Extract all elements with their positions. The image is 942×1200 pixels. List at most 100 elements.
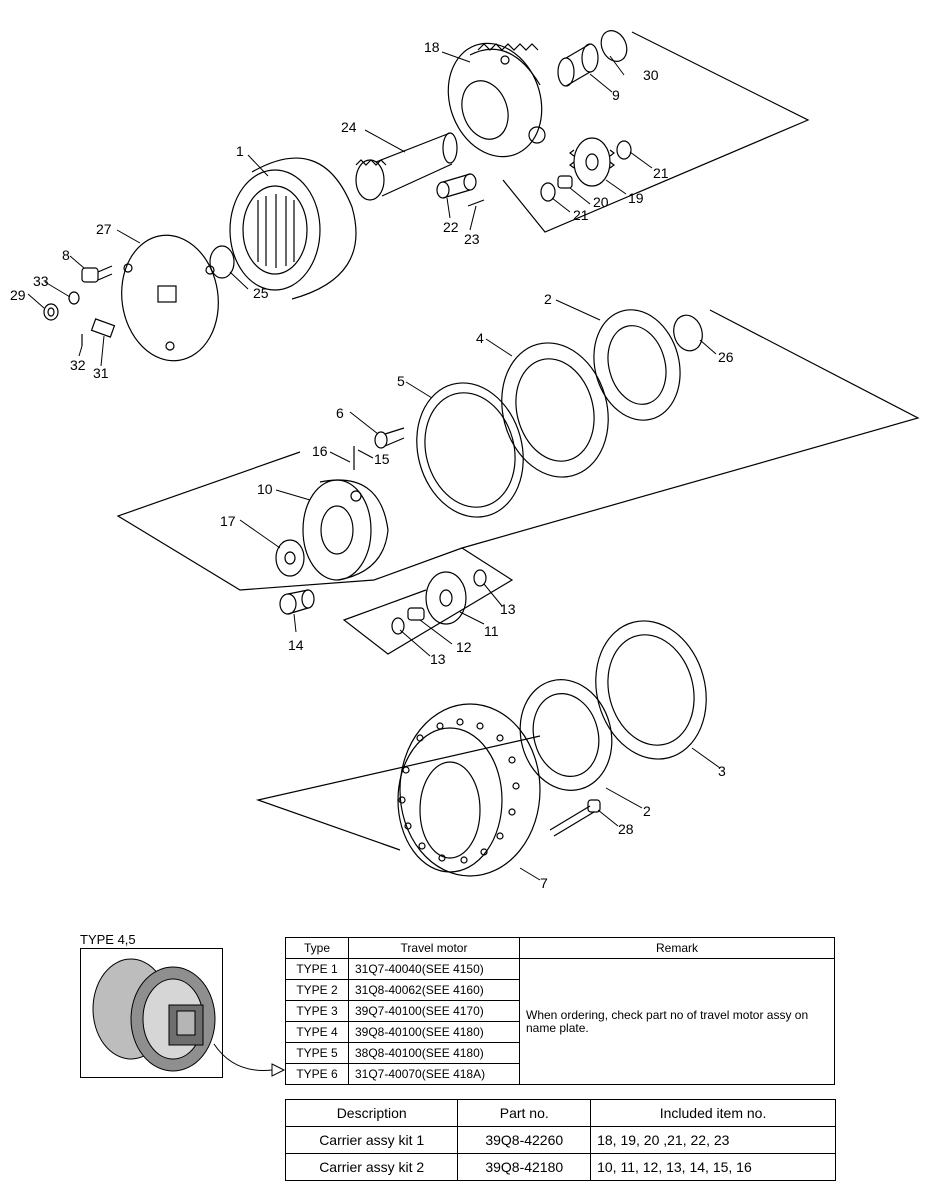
type-cell: TYPE 2 [285,979,349,1001]
part-22-pin [436,173,477,199]
type-row: TYPE 1 31Q7-40040(SEE 4150) When orderin… [285,958,835,1085]
callout-31: 31 [93,365,109,381]
callout-13-lower: 13 [430,651,446,667]
part-13-thrust-washer [391,569,487,635]
callout-33: 33 [33,273,49,289]
part-3-floating-seal [595,620,707,760]
callout-30: 30 [643,67,659,83]
part-12-needle-bearing [407,607,425,621]
callout-6: 6 [336,405,344,421]
callout-2-upper: 2 [544,291,552,307]
type-cell: TYPE 4 [285,1021,349,1043]
type-row: TYPE 3 39Q7-40100(SEE 4170) [285,1000,835,1022]
part-21-thrust-washer [540,140,632,202]
part-1-ring-gear [229,157,357,300]
description-header: Description [284,1099,459,1127]
remark-cell: When ordering, check part no of travel m… [519,958,835,1085]
kit-part-no: 39Q8-42180 [457,1153,592,1181]
type-cell: TYPE 6 [285,1063,349,1085]
callout-27: 27 [96,221,112,237]
group-bracket-top [502,31,810,233]
type-row: TYPE 5 38Q8-40100(SEE 4180) [285,1042,835,1064]
callout-labels: 18 30 9 24 1 21 20 19 21 22 23 27 8 33 2… [10,39,734,891]
kit-included-items: 18, 19, 20 ,21, 22, 23 [590,1126,836,1154]
callout-4: 4 [476,330,484,346]
part-18-carrier [447,42,546,158]
callout-10: 10 [257,481,273,497]
motor-cell: 38Q8-40100(SEE 4180) [348,1042,520,1064]
kit-description: Carrier assy kit 2 [284,1153,459,1181]
callout-11: 11 [484,623,499,639]
part-29-plug [43,303,59,321]
callout-8: 8 [62,247,70,263]
group-bracket-middle-sub [342,547,514,655]
callout-21-upper: 21 [653,165,669,181]
motor-cell: 39Q8-40100(SEE 4180) [348,1021,520,1043]
motor-cell: 31Q7-40070(SEE 418A) [348,1063,520,1085]
callout-29: 29 [10,287,26,303]
part-9-bushing [557,43,599,87]
callout-19: 19 [628,190,644,206]
part-31-name-plate [90,318,116,338]
part-2-bearing-lower [519,679,613,791]
callout-25: 25 [253,285,269,301]
included-items-header: Included item no. [590,1099,836,1127]
kit-row: Carrier assy kit 1 39Q8-42260 18, 19, 20… [284,1126,836,1154]
part-27-cover [121,234,219,362]
type-row: TYPE 6 31Q7-40070(SEE 418A) [285,1063,835,1085]
callout-16: 16 [312,443,328,459]
group-bracket-middle [116,309,920,591]
travel-motor-thumbnail [80,948,223,1078]
callout-32: 32 [70,357,86,373]
callout-18: 18 [424,39,440,55]
part-33-o-ring [68,291,80,305]
kit-description: Carrier assy kit 1 [284,1126,459,1154]
type-header: Type [285,937,349,959]
callout-3: 3 [718,763,726,779]
type-cell: TYPE 3 [285,1000,349,1022]
callout-20: 20 [593,194,609,210]
type-row: TYPE 2 31Q8-40062(SEE 4160) [285,979,835,1001]
part-4-spacer-ring [501,342,609,478]
type-cell: TYPE 5 [285,1042,349,1064]
callout-7: 7 [540,875,548,891]
callout-2-lower: 2 [643,803,651,819]
motor-cell: 31Q7-40040(SEE 4150) [348,958,520,980]
part-23-spring-pin [467,199,485,207]
type-cell: TYPE 1 [285,958,349,980]
part-6-bolt [374,427,405,449]
part-11-planet-gear [425,571,467,625]
callout-1: 1 [236,143,244,159]
part-28-bolt [549,799,601,837]
part-8-bolt [81,265,113,283]
callout-24: 24 [341,119,357,135]
callout-28: 28 [618,821,634,837]
group-bracket-bottom [255,735,541,851]
callout-15: 15 [374,451,390,467]
callout-9: 9 [612,87,620,103]
carrier-kit-table: Description Part no. Included item no. C… [284,1099,836,1181]
part-19-planet-gear [569,137,615,187]
part-10-carrier [302,479,389,581]
callout-22: 22 [443,219,459,235]
callout-23: 23 [464,231,480,247]
callout-14: 14 [288,637,304,653]
kit-included-items: 10, 11, 12, 13, 14, 15, 16 [590,1153,836,1181]
travel-motor-type-table: Type Travel motor Remark TYPE 1 31Q7-400… [285,937,835,1085]
callout-21-lower: 21 [573,207,589,223]
callout-26: 26 [718,349,734,365]
inset-label: TYPE 4,5 [80,932,136,947]
motor-cell: 31Q8-40062(SEE 4160) [348,979,520,1001]
callout-5: 5 [397,373,405,389]
part-5-gasket [416,382,524,518]
callout-12: 12 [456,639,472,655]
exploded-parts-diagram: 18 30 9 24 1 21 20 19 21 22 23 27 8 33 2… [10,30,920,891]
part-30-snap-ring [600,30,628,62]
part-24-shaft [355,132,458,201]
part-26-shim [673,314,703,352]
part-17-sun-gear [275,539,305,577]
kit-row: Carrier assy kit 2 39Q8-42180 10, 11, 12… [284,1153,836,1181]
part-25-thrust-plate [209,245,235,279]
remark-header: Remark [519,937,835,959]
callout-17: 17 [220,513,236,529]
